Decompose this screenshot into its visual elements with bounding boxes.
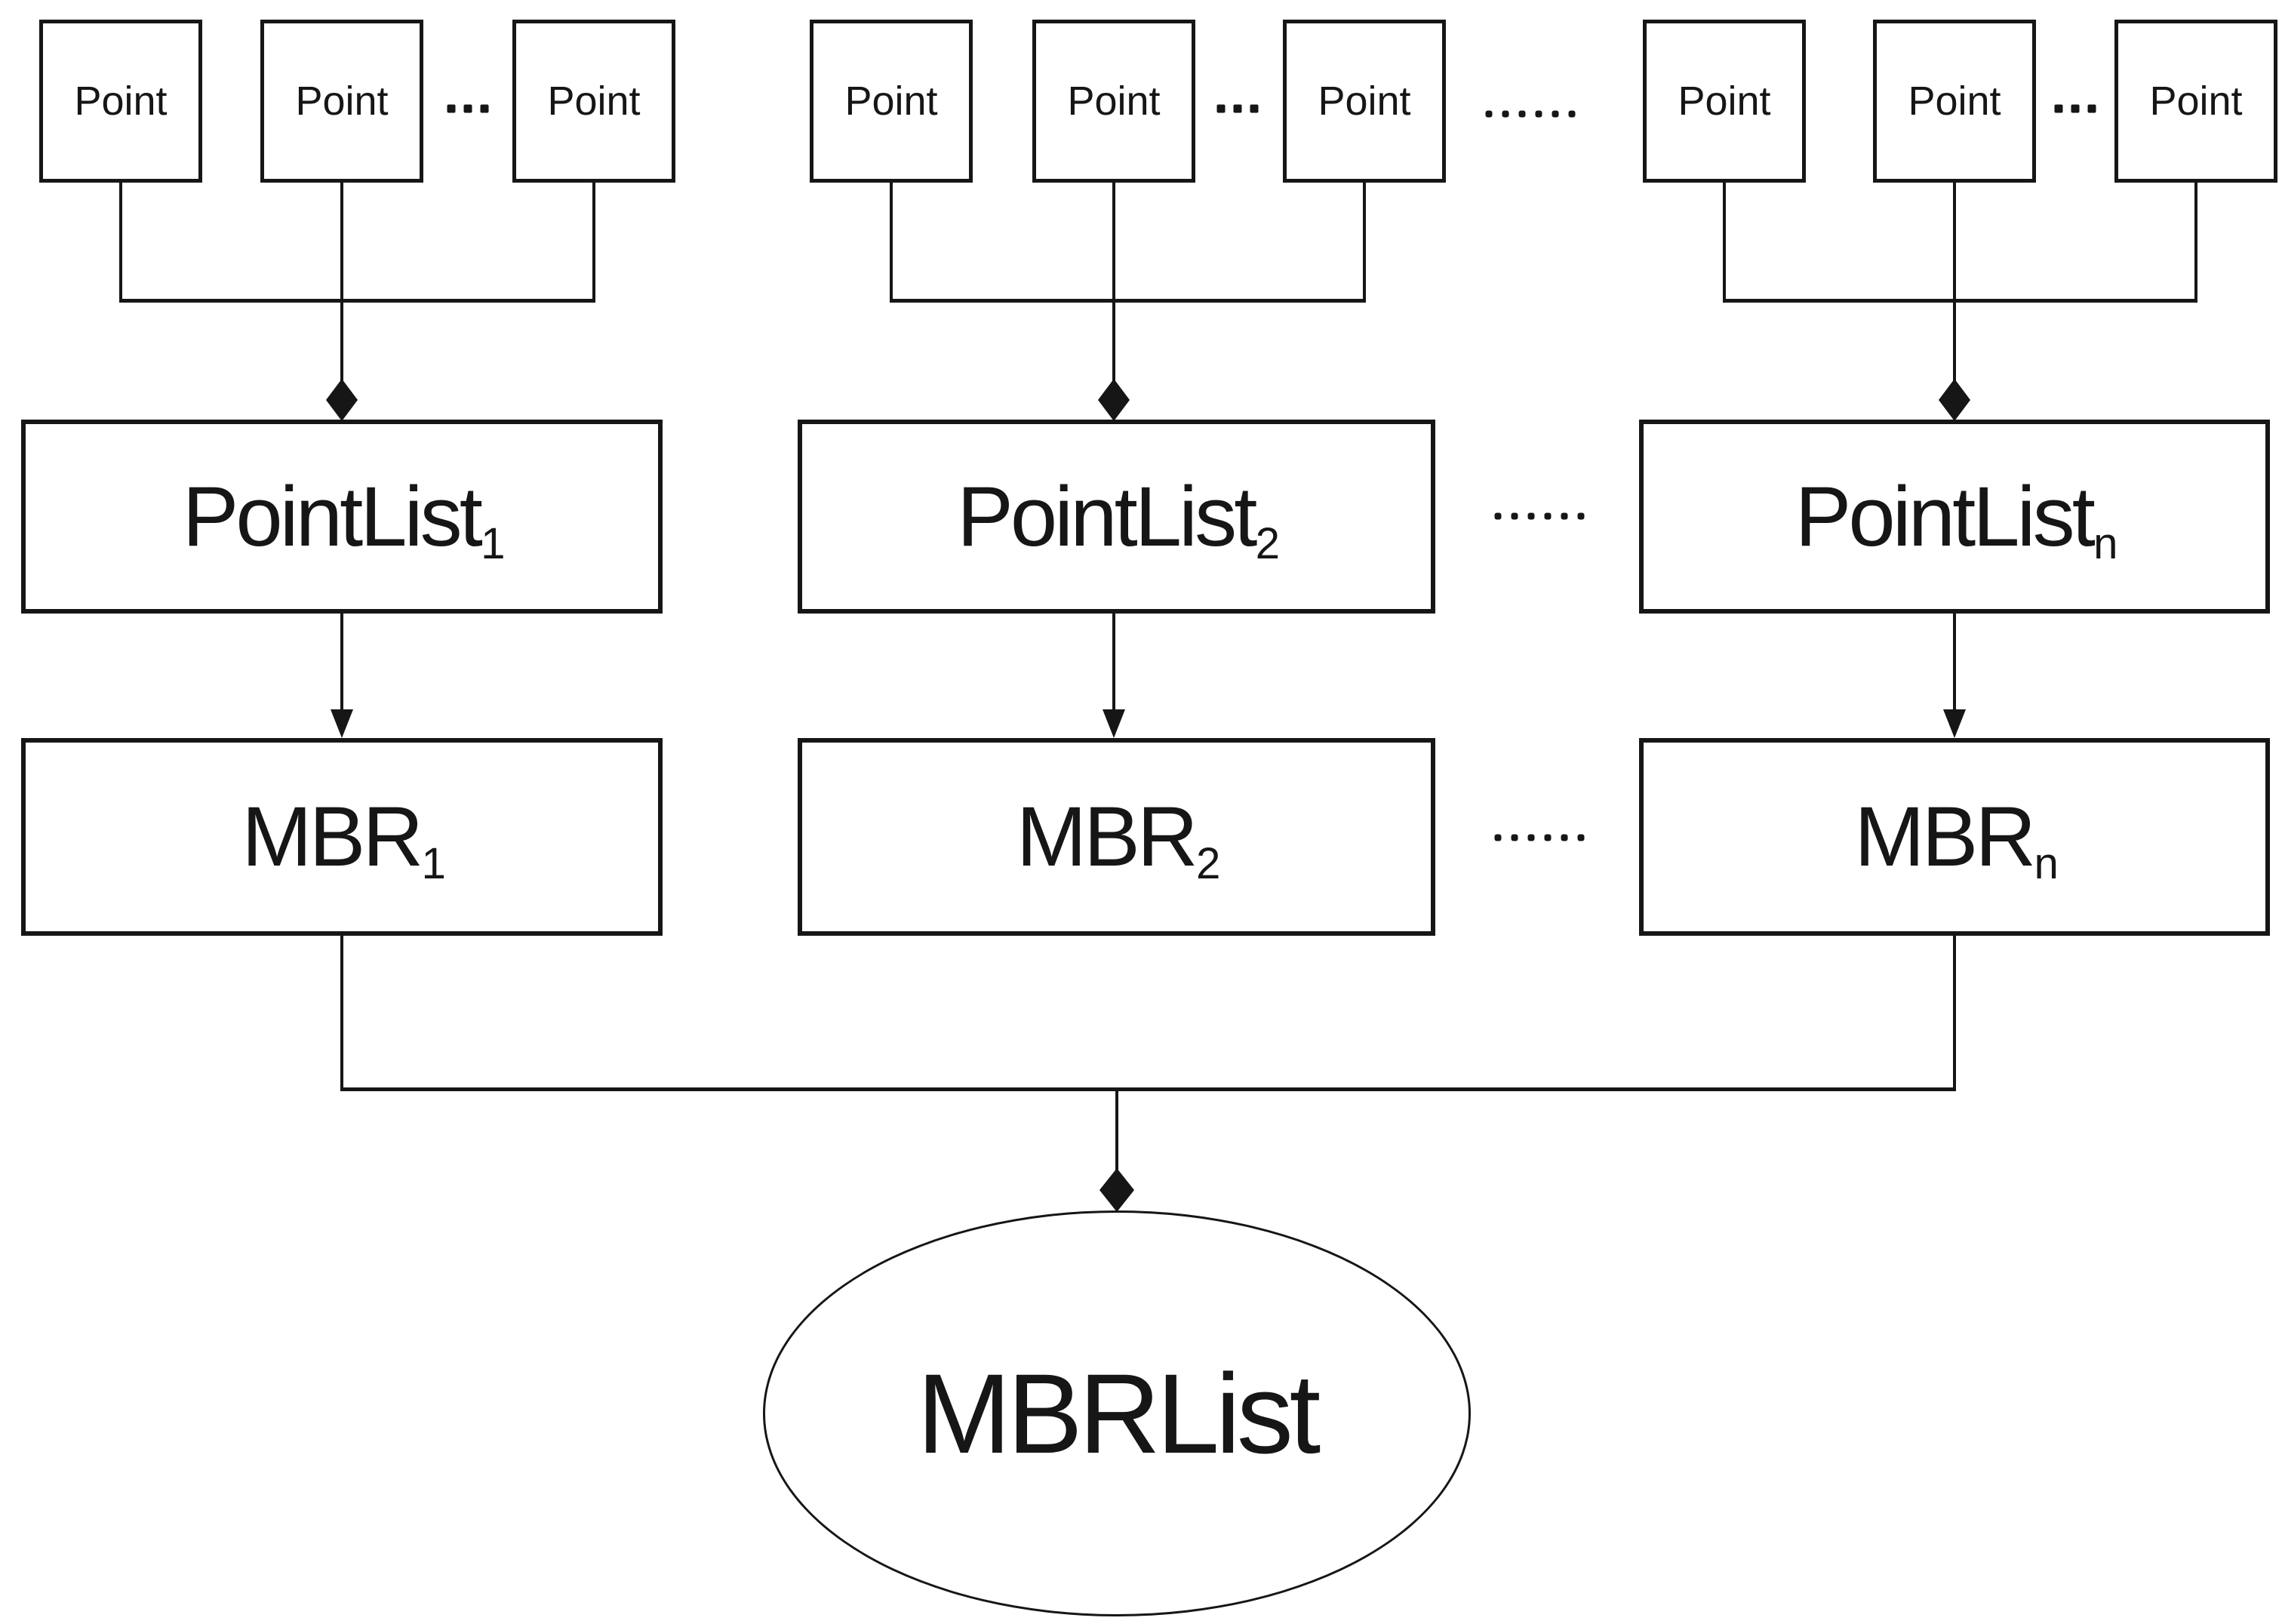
dot	[1577, 834, 1585, 841]
mbrlist-ellipse: MBRList	[763, 1210, 1471, 1616]
dot	[1485, 110, 1493, 118]
point-label: Point	[1678, 78, 1771, 124]
point-box-g1-3: Point	[512, 20, 675, 183]
mbr-2-box: MBR2	[798, 738, 1435, 936]
dot	[463, 104, 472, 113]
point-label: Point	[2149, 78, 2243, 124]
point-label: Point	[295, 78, 389, 124]
dot	[480, 104, 489, 113]
merge-hline	[340, 1087, 1956, 1091]
arrow-line	[340, 614, 343, 713]
bracket-mid-vline	[1112, 183, 1115, 381]
pointlist-2-label: PointList2	[957, 469, 1280, 568]
down-arrowhead-icon	[1943, 709, 1966, 738]
dot	[1216, 104, 1226, 113]
dot	[1535, 110, 1542, 118]
dot	[1527, 512, 1535, 520]
point-box-g2-3: Point	[1283, 20, 1446, 183]
dot	[1518, 110, 1526, 118]
arrow-line	[1112, 614, 1115, 713]
point-label: Point	[1318, 78, 1411, 124]
point-label: Point	[844, 78, 938, 124]
row-ellipsis-icon	[1494, 834, 1585, 841]
dot	[1233, 104, 1242, 113]
point-box-g1-1: Point	[39, 20, 202, 183]
dot	[1250, 104, 1259, 113]
pointlist-1-box: PointList1	[21, 420, 663, 614]
dot	[1568, 110, 1576, 118]
dot	[1527, 834, 1535, 841]
point-label: Point	[74, 78, 168, 124]
bracket-vline	[592, 183, 595, 303]
mbr-1-label: MBR1	[241, 789, 446, 889]
row-ellipsis-icon	[1494, 512, 1585, 520]
dot	[2054, 104, 2063, 113]
mbr-n-box: MBRn	[1639, 738, 2270, 936]
ellipsis-icon	[447, 104, 489, 113]
point-box-g2-2: Point	[1032, 20, 1195, 183]
pointlist-1-label: PointList1	[182, 469, 506, 568]
merge-vline-left	[340, 936, 343, 1091]
point-box-g3-2: Point	[1873, 20, 2036, 183]
bracket-hline	[1723, 299, 2197, 303]
dot	[1511, 834, 1518, 841]
dot	[1561, 834, 1568, 841]
bracket-vline	[119, 183, 122, 303]
root-drop-line	[1115, 1091, 1118, 1171]
bracket-vline	[1363, 183, 1366, 303]
point-label: Point	[547, 78, 641, 124]
ellipsis-icon	[1216, 104, 1259, 113]
point-box-g3-3: Point	[2114, 20, 2277, 183]
pointlist-n-label: PointListn	[1795, 469, 2118, 568]
dot	[1552, 110, 1559, 118]
down-arrowhead-icon	[1103, 709, 1125, 738]
pointlist-n-box: PointListn	[1639, 420, 2270, 614]
bracket-mid-vline	[1953, 183, 1956, 381]
bracket-vline	[890, 183, 893, 303]
composition-diamond-icon	[1099, 1168, 1134, 1212]
point-box-g1-2: Point	[260, 20, 423, 183]
dot	[1502, 110, 1509, 118]
point-label: Point	[1067, 78, 1161, 124]
composition-diamond-icon	[326, 379, 358, 421]
bracket-vline	[1723, 183, 1726, 303]
dot	[1577, 512, 1585, 520]
pointlist-2-box: PointList2	[798, 420, 1435, 614]
dot	[2071, 104, 2080, 113]
bracket-mid-vline	[340, 183, 343, 381]
bracket-hline	[119, 299, 595, 303]
arrow-line	[1953, 614, 1956, 713]
bracket-hline	[890, 299, 1366, 303]
group-separator-ellipsis-icon	[1485, 110, 1576, 118]
dot	[447, 104, 456, 113]
merge-vline-right	[1953, 936, 1956, 1091]
dot	[1511, 512, 1518, 520]
dot	[2087, 104, 2096, 113]
down-arrowhead-icon	[331, 709, 353, 738]
dot	[1544, 834, 1552, 841]
dot	[1544, 512, 1552, 520]
mbr-n-label: MBRn	[1854, 789, 2059, 889]
mbrlist-label: MBRList	[917, 1350, 1321, 1477]
mbr-1-box: MBR1	[21, 738, 663, 936]
composition-diamond-icon	[1939, 379, 1970, 421]
point-box-g3-1: Point	[1643, 20, 1806, 183]
point-box-g2-1: Point	[810, 20, 973, 183]
mbr-2-label: MBR2	[1016, 789, 1221, 889]
composition-diamond-icon	[1098, 379, 1130, 421]
ellipsis-icon	[2054, 104, 2096, 113]
dot	[1561, 512, 1568, 520]
bracket-vline	[2194, 183, 2197, 303]
point-label: Point	[1908, 78, 2001, 124]
dot	[1494, 512, 1502, 520]
dot	[1494, 834, 1502, 841]
